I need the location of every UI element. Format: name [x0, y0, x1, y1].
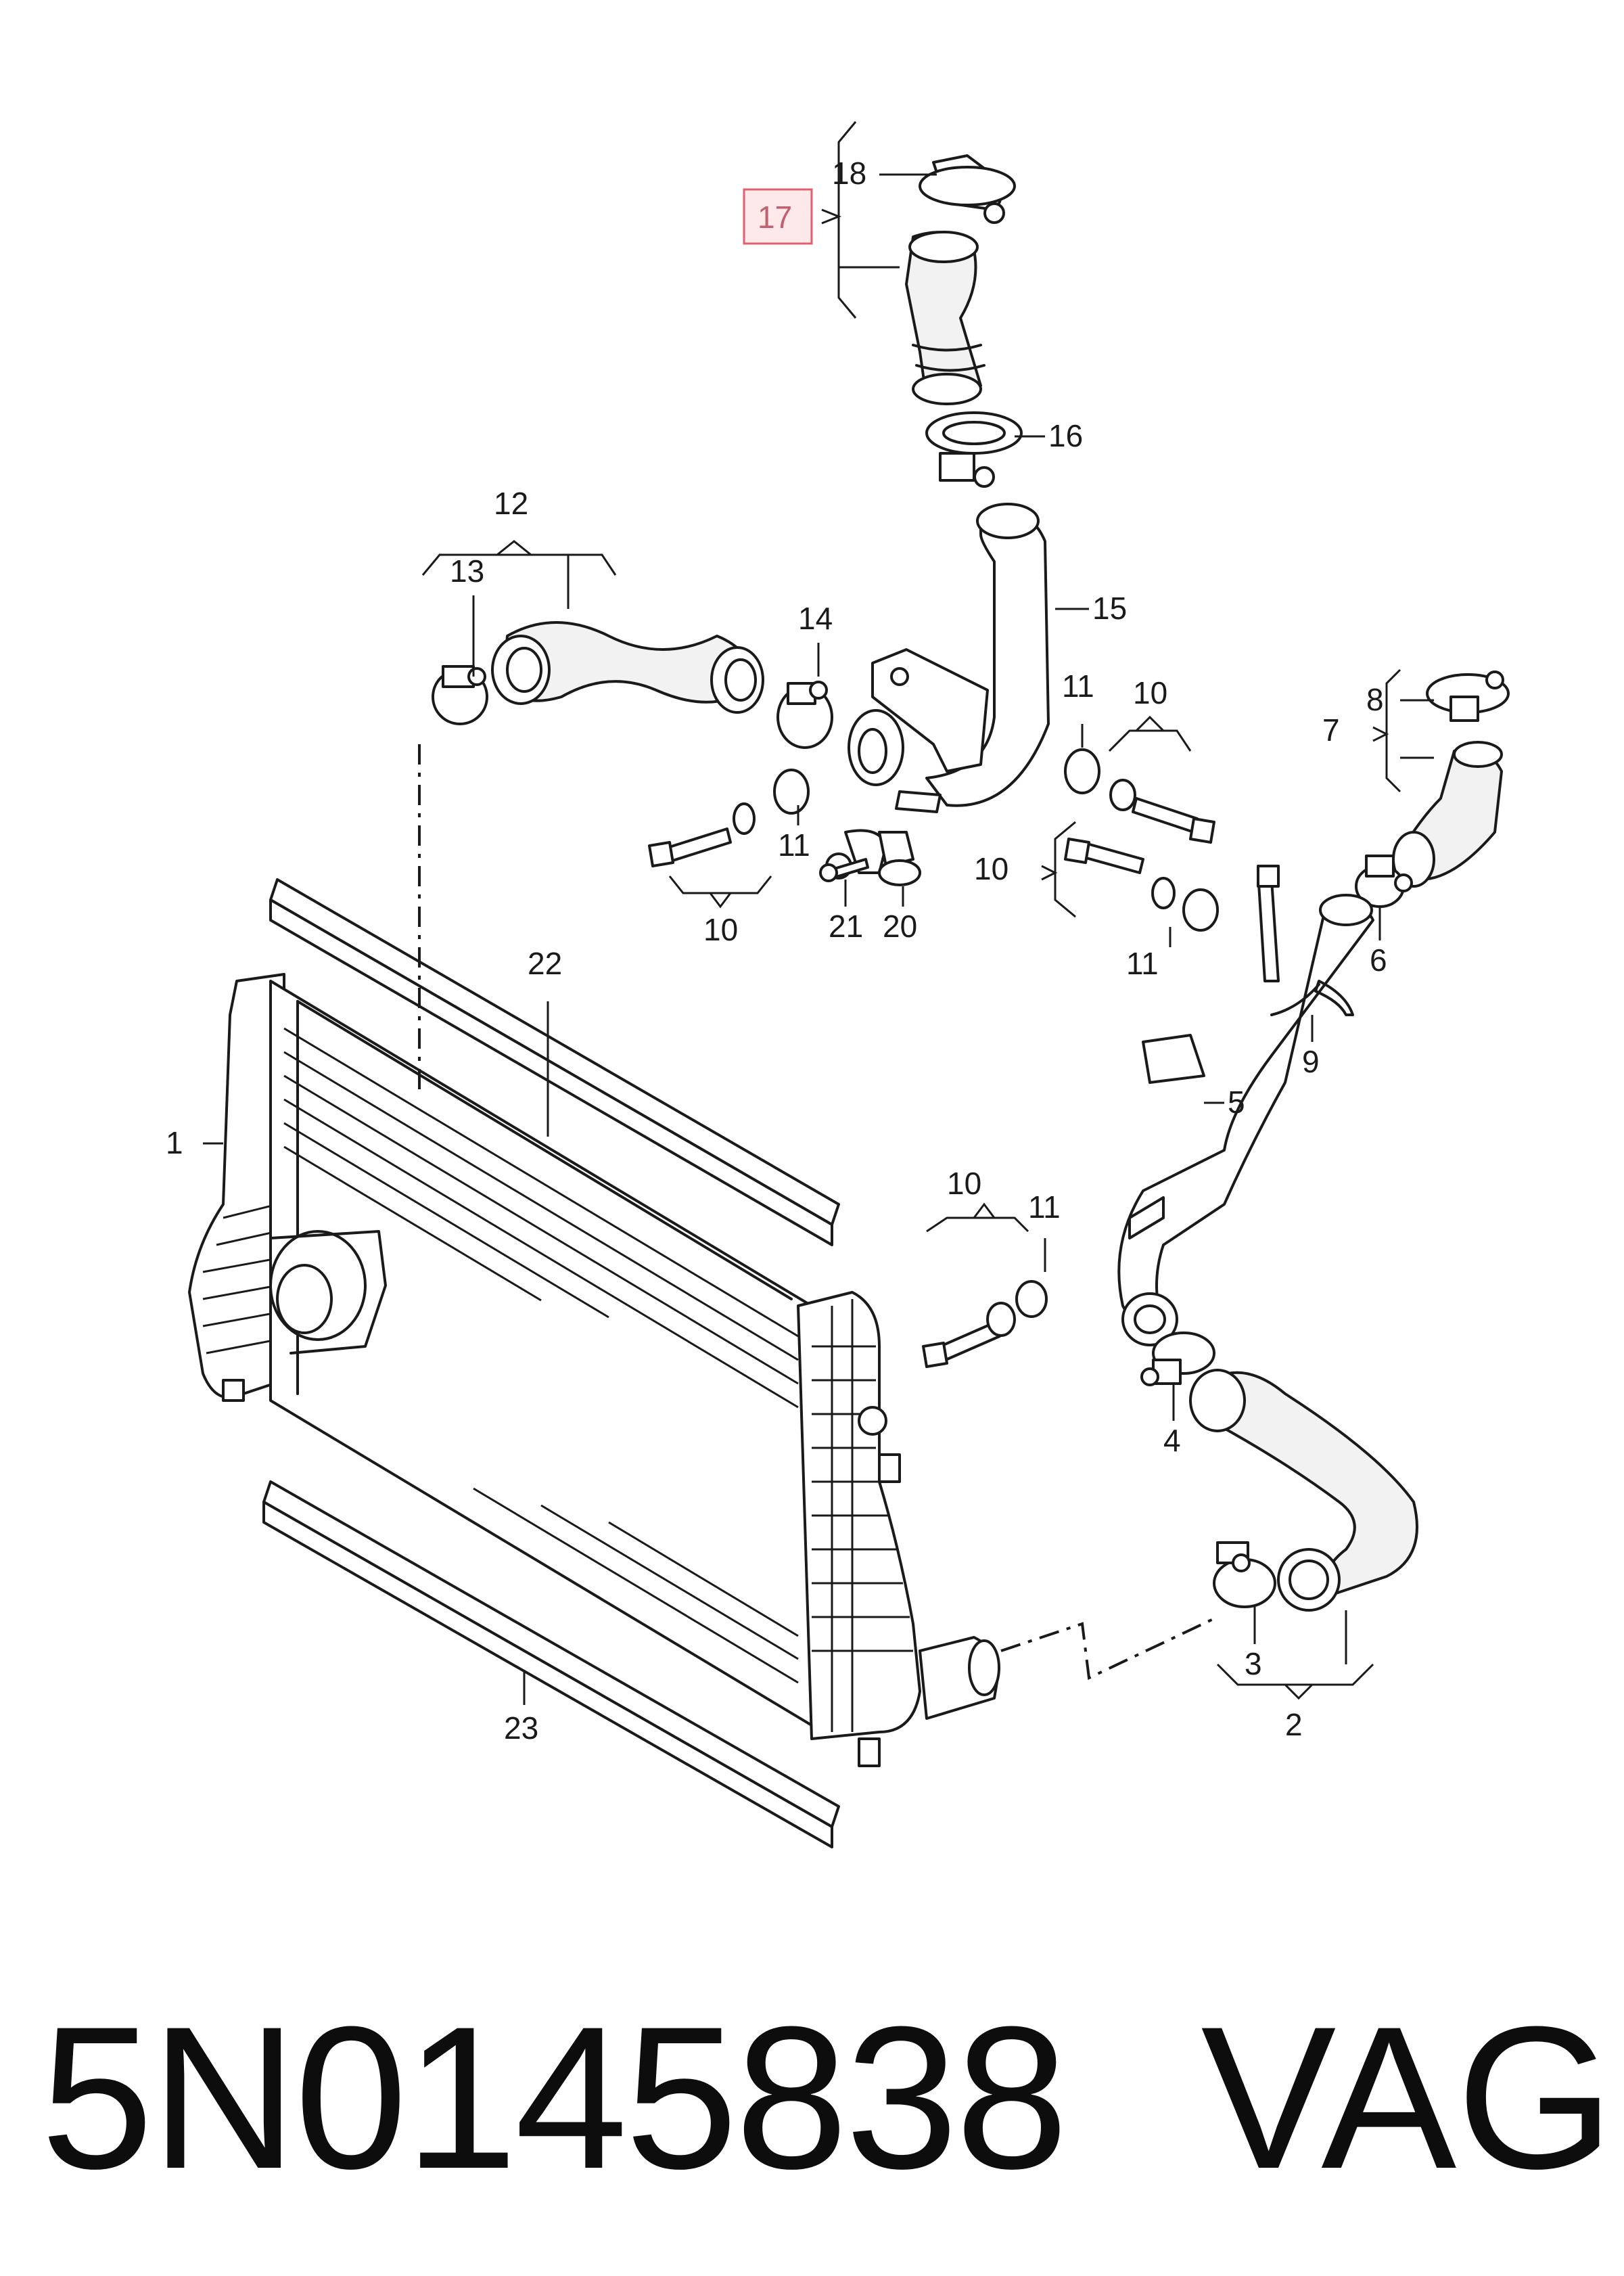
callout-12[interactable]: 12 [494, 486, 528, 521]
callout-10-left[interactable]: 10 [703, 912, 738, 947]
charge-air-hose-12 [491, 621, 764, 714]
hose-clamp-3 [1213, 1541, 1276, 1608]
hose-clamp-4 [1140, 1332, 1215, 1386]
charge-air-pipe-15 [848, 503, 1050, 813]
callout-11-left[interactable]: 11 [778, 827, 810, 863]
charge-air-hose-upper [905, 231, 985, 405]
bolt-group-right-top [1064, 748, 1215, 844]
pressure-sensor-20 [878, 831, 921, 886]
callout-11-mid[interactable]: 11 [1126, 946, 1159, 981]
vent-pipe-9 [1270, 980, 1354, 1016]
bolt-group-right-mid [1064, 838, 1219, 932]
callout-10-mid[interactable]: 10 [974, 851, 1008, 886]
lower-seal-strip [262, 1480, 840, 1848]
callout-23[interactable]: 23 [504, 1710, 538, 1746]
callout-22[interactable]: 22 [528, 946, 562, 981]
callout-21[interactable]: 21 [829, 909, 863, 944]
callout-17[interactable]: 17 [758, 200, 792, 235]
charge-air-hose-7 [1392, 741, 1503, 888]
callout-8[interactable]: 8 [1366, 682, 1384, 717]
callout-10-lower[interactable]: 10 [947, 1166, 981, 1201]
callout-leaders [203, 121, 1434, 1705]
callout-16[interactable]: 16 [1048, 418, 1083, 453]
charge-air-hose-2 [1189, 1369, 1418, 1612]
callout-3[interactable]: 3 [1245, 1646, 1262, 1681]
callout-2[interactable]: 2 [1285, 1707, 1303, 1742]
callout-9[interactable]: 9 [1302, 1044, 1320, 1079]
callout-4[interactable]: 4 [1163, 1423, 1181, 1458]
hose-clamp-18 [919, 154, 1016, 224]
callout-13[interactable]: 13 [450, 553, 484, 589]
highlighted-callout-box [743, 188, 813, 245]
screw-21 [819, 858, 869, 882]
callout-6[interactable]: 6 [1370, 942, 1387, 978]
callout-18[interactable]: 18 [832, 156, 866, 191]
hose-clamp-14 [776, 681, 833, 749]
part-caption: 5N0145838 VAG [41, 1976, 1615, 2219]
callout-1[interactable]: 1 [166, 1125, 183, 1160]
callout-15[interactable]: 15 [1092, 591, 1127, 626]
callout-20[interactable]: 20 [883, 909, 917, 944]
callout-14[interactable]: 14 [798, 601, 833, 636]
callout-11-top[interactable]: 11 [1062, 668, 1094, 704]
callout-10-top[interactable]: 10 [1133, 675, 1167, 710]
bolt-group-left [648, 769, 887, 880]
brand-name: VAG [1201, 1984, 1615, 2211]
part-number: 5N0145838 [41, 1984, 1068, 2211]
hose-clamp-13 [432, 665, 488, 725]
callout-5[interactable]: 5 [1228, 1085, 1245, 1120]
hose-clamp-8 [1426, 670, 1510, 722]
callout-7[interactable]: 7 [1322, 712, 1340, 748]
upper-seal-strip [269, 878, 840, 1246]
intercooler-core [188, 973, 1000, 1767]
charge-air-pipe-5 [1117, 865, 1374, 1346]
connection-dashes [418, 744, 1218, 1680]
bolt-group-lower [922, 1280, 1048, 1368]
callout-11-lower[interactable]: 11 [1028, 1189, 1061, 1225]
hose-clamp-16 [925, 411, 1023, 488]
